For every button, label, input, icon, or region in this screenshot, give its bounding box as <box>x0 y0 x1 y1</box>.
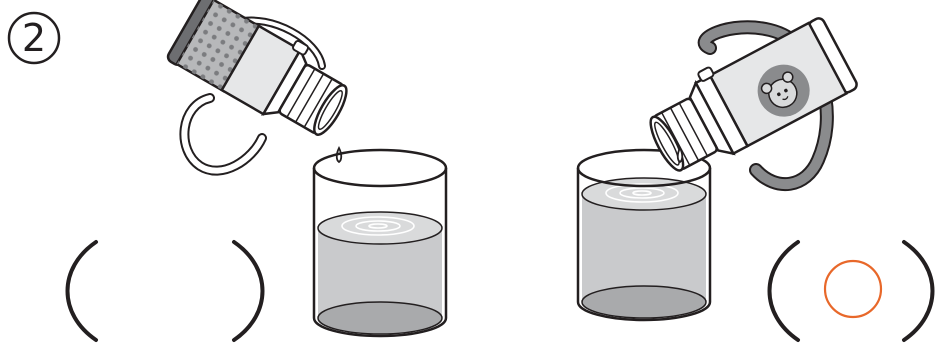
correct-answer-circle-icon <box>825 261 881 317</box>
left-answer-brackets <box>68 242 263 340</box>
left-glass-icon <box>314 150 446 336</box>
right-glass-icon <box>578 150 710 320</box>
right-bottle-icon <box>636 9 858 184</box>
left-bottle-icon <box>166 0 360 171</box>
right-answer-brackets <box>770 242 933 340</box>
